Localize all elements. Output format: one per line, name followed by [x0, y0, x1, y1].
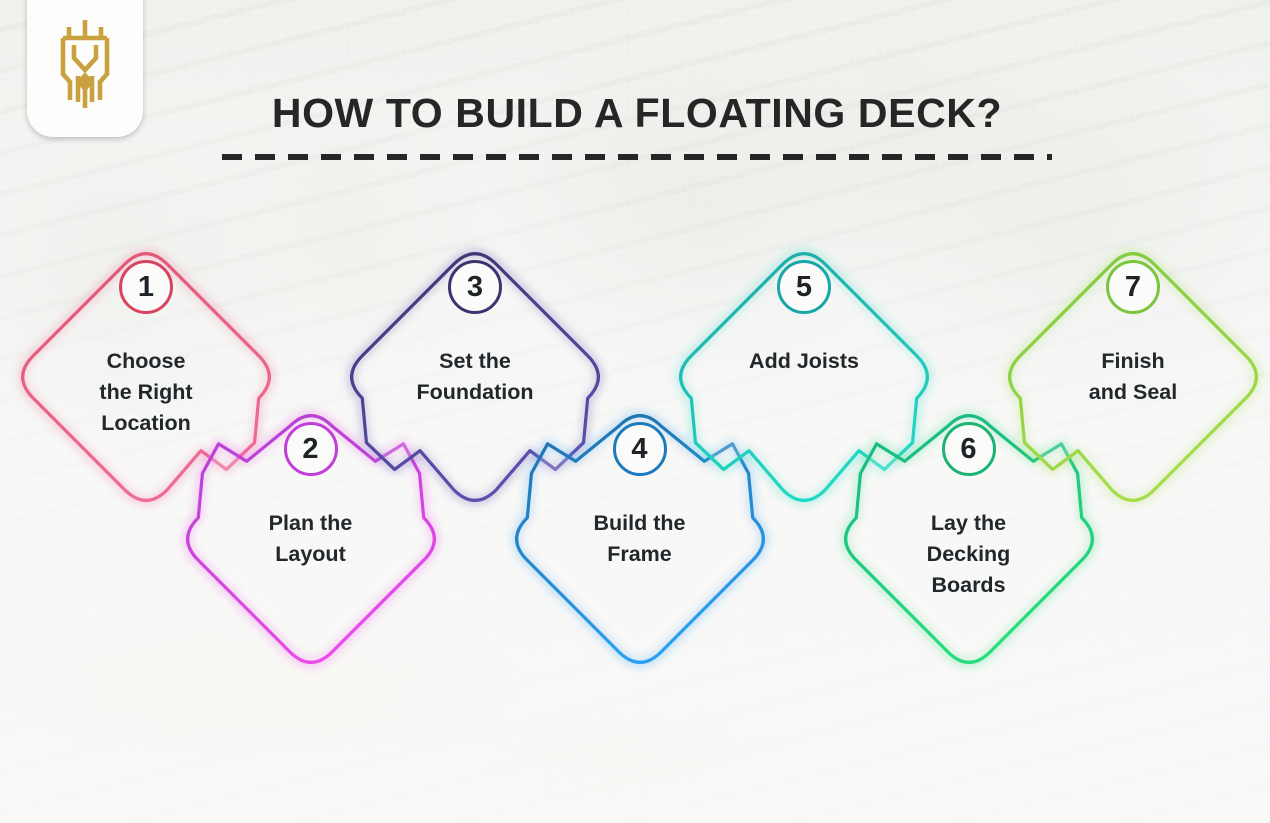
- step-outline-4: [513, 413, 766, 665]
- crest-emblem-icon: [60, 19, 110, 108]
- step-label-1: Choose the Right Location: [99, 349, 193, 435]
- step-label-2: Plan the Layout: [268, 511, 353, 566]
- step-number-badge-3: 3: [448, 260, 502, 314]
- step-number-badge-7: 7: [1106, 260, 1160, 314]
- step-outline-6: [842, 413, 1095, 665]
- brand-logo-plate: [27, 0, 143, 137]
- page-title: HOW TO BUILD A FLOATING DECK?: [271, 90, 1003, 136]
- step-label-3: Set the Foundation: [416, 349, 534, 404]
- heading-dashed-rule: [222, 154, 1052, 160]
- page-heading: HOW TO BUILD A FLOATING DECK?: [222, 90, 1052, 160]
- step-outline-7: [1007, 251, 1259, 503]
- step-number-badge-6: 6: [941, 422, 996, 476]
- crest-diamond-icon: [76, 71, 94, 92]
- step-number-badge-2: 2: [283, 422, 338, 476]
- step-number-badge-4: 4: [612, 422, 667, 476]
- step-outline-1: [20, 251, 272, 503]
- step-label-6: Lay the Decking Boards: [926, 511, 1011, 597]
- step-label-7: Finish and Seal: [1088, 349, 1178, 404]
- step-number-badge-5: 5: [777, 260, 831, 314]
- step-outline-2: [184, 413, 437, 665]
- step-label-5: Add Joists: [749, 349, 859, 373]
- step-number-badge-1: 1: [119, 260, 173, 314]
- step-outline-3: [349, 251, 601, 503]
- step-outline-5: [678, 251, 930, 503]
- step-label-4: Build the Frame: [593, 511, 686, 566]
